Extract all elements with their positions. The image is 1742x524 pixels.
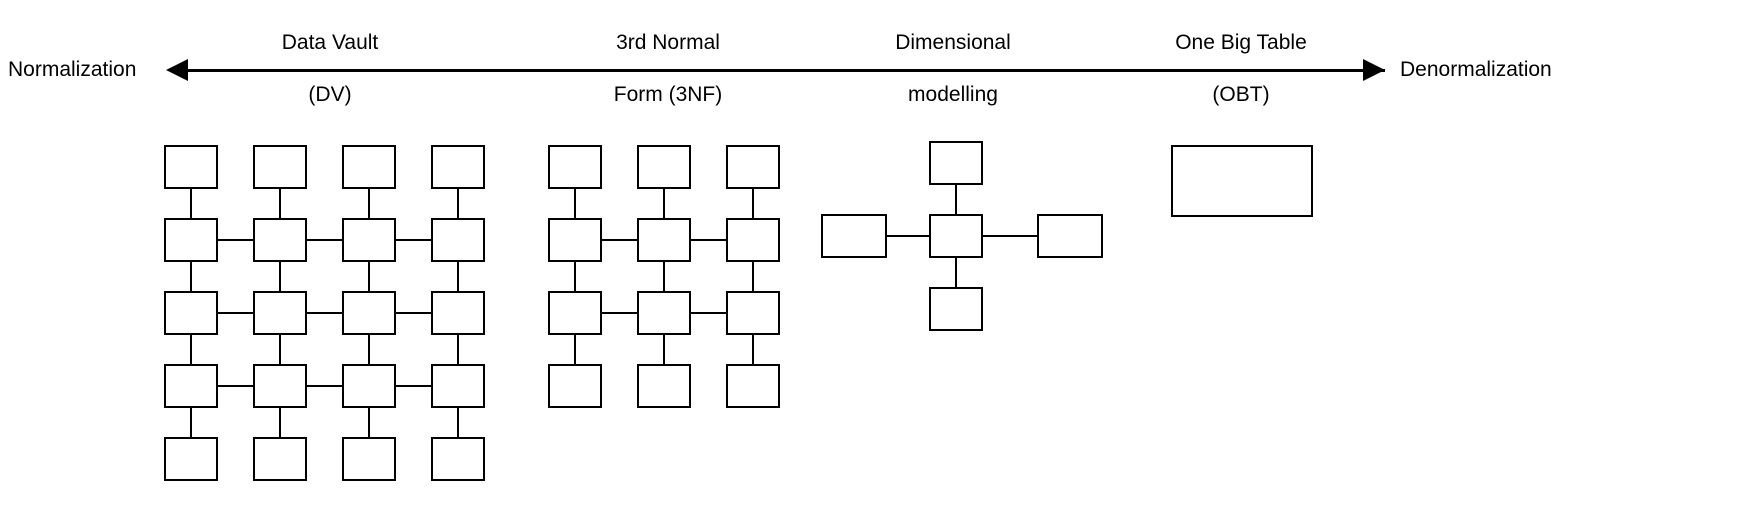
table-node (431, 145, 485, 189)
table-node (548, 364, 602, 408)
table-node (342, 364, 396, 408)
connector-vertical (751, 335, 755, 364)
connector-vertical (367, 262, 371, 291)
connector-vertical (456, 408, 460, 437)
table-node (253, 291, 307, 335)
connector-vertical (189, 189, 193, 218)
table-node (342, 218, 396, 262)
table-node (342, 437, 396, 481)
table-node (637, 291, 691, 335)
table-node (253, 218, 307, 262)
table-node (726, 291, 780, 335)
connector-horizontal (307, 311, 342, 315)
connector-horizontal (307, 384, 342, 388)
connector-horizontal (218, 311, 253, 315)
spectrum-axis-line (180, 69, 1385, 72)
connector-horizontal (218, 238, 253, 242)
connector-horizontal (396, 238, 431, 242)
table-node (726, 218, 780, 262)
table-node (637, 145, 691, 189)
connector-vertical (751, 262, 755, 291)
connector-vertical (662, 189, 666, 218)
table-node (726, 364, 780, 408)
connector-vertical (189, 335, 193, 364)
connector-vertical (278, 189, 282, 218)
stage-caption-dimensional-modelling: Dimensional modelling (793, 4, 1113, 134)
stage-caption-third-normal-form: 3rd Normal Form (3NF) (508, 4, 828, 134)
table-node (164, 364, 218, 408)
table-node (164, 145, 218, 189)
connector-vertical (278, 262, 282, 291)
stage-caption-line-1: 3rd Normal (616, 31, 720, 54)
connector-vertical (456, 335, 460, 364)
connector-vertical (662, 262, 666, 291)
table-node (431, 364, 485, 408)
stage-caption-one-big-table: One Big Table (OBT) (1081, 4, 1401, 134)
connector-horizontal (983, 234, 1037, 238)
stage-caption-line-1: Data Vault (281, 31, 379, 54)
table-node (726, 145, 780, 189)
table-node (342, 291, 396, 335)
stage-caption-line-2: Form (3NF) (613, 83, 723, 106)
connector-vertical (278, 335, 282, 364)
table-node (164, 218, 218, 262)
stage-caption-line-1: Dimensional (895, 31, 1011, 54)
connector-vertical (662, 335, 666, 364)
stage-caption-line-2: modelling (908, 83, 998, 106)
connector-vertical (189, 408, 193, 437)
table-node (253, 145, 307, 189)
table-node (548, 145, 602, 189)
axis-label-denormalization: Denormalization (1400, 58, 1552, 81)
connector-horizontal (875, 234, 929, 238)
connector-horizontal (396, 311, 431, 315)
table-node (548, 291, 602, 335)
connector-vertical (573, 262, 577, 291)
connector-vertical (367, 408, 371, 437)
connector-horizontal (691, 311, 726, 315)
table-node (637, 364, 691, 408)
axis-label-normalization: Normalization (8, 58, 137, 81)
connector-vertical (954, 185, 958, 214)
table-node (164, 437, 218, 481)
connector-horizontal (691, 238, 726, 242)
connector-vertical (751, 189, 755, 218)
connector-vertical (573, 189, 577, 218)
connector-horizontal (602, 238, 637, 242)
table-node (342, 145, 396, 189)
table-node (431, 437, 485, 481)
connector-vertical (189, 262, 193, 291)
stage-caption-line-2: (OBT) (1212, 83, 1270, 106)
table-node (431, 291, 485, 335)
stage-caption-line-1: One Big Table (1175, 31, 1307, 54)
one-big-table-node (1171, 145, 1313, 217)
table-node (253, 437, 307, 481)
connector-vertical (367, 335, 371, 364)
table-node (164, 291, 218, 335)
connector-vertical (456, 189, 460, 218)
table-node (548, 218, 602, 262)
arrow-left-icon (166, 59, 188, 81)
stage-caption-line-2: (DV) (308, 83, 352, 106)
connector-vertical (367, 189, 371, 218)
stage-caption-data-vault: Data Vault (DV) (170, 4, 490, 134)
table-node (431, 218, 485, 262)
arrow-right-icon (1363, 59, 1385, 81)
dimension-node-right (1037, 214, 1103, 258)
connector-horizontal (307, 238, 342, 242)
connector-vertical (573, 335, 577, 364)
connector-vertical (278, 408, 282, 437)
connector-vertical (456, 262, 460, 291)
connector-horizontal (218, 384, 253, 388)
table-node (253, 364, 307, 408)
table-node (637, 218, 691, 262)
connector-vertical (954, 258, 958, 287)
connector-horizontal (396, 384, 431, 388)
connector-horizontal (602, 311, 637, 315)
fact-table-node (929, 214, 983, 258)
dimension-node-top (929, 141, 983, 185)
dimension-node-bottom (929, 287, 983, 331)
dimension-node-left (821, 214, 887, 258)
